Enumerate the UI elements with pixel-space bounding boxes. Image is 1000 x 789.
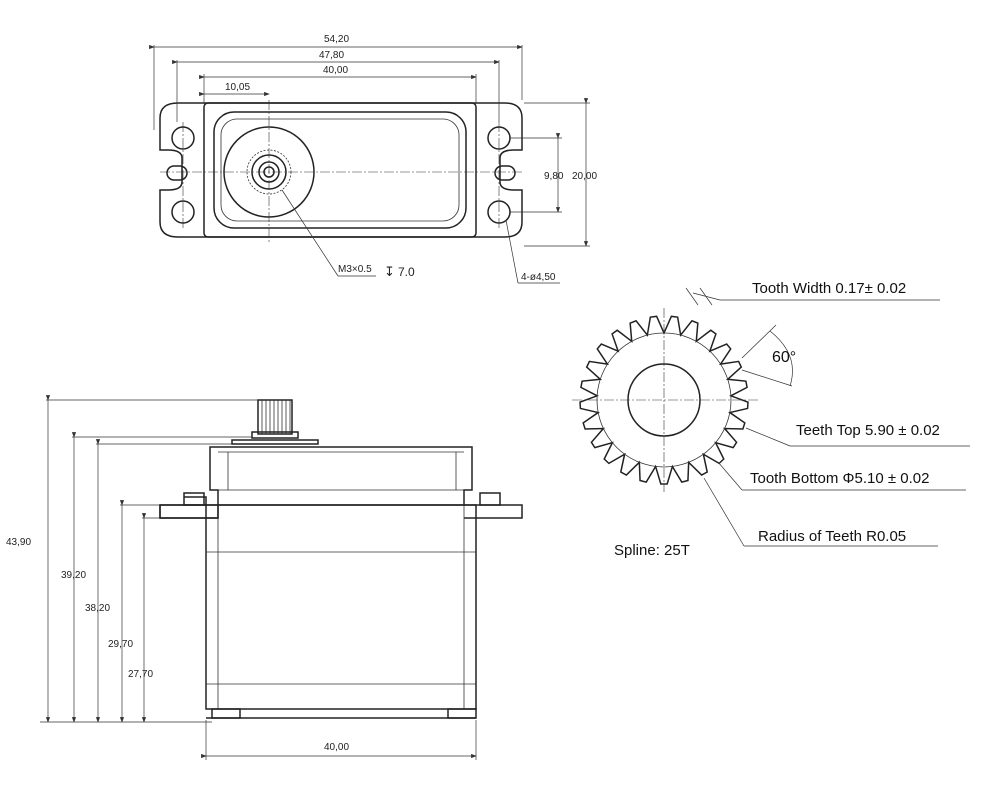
dim-h2: 39,20 xyxy=(61,570,86,581)
screw-depth: 7.0 xyxy=(398,265,415,279)
dim-h3: 38,20 xyxy=(85,603,110,614)
dim-width: 20,00 xyxy=(572,171,597,182)
mount-slot-right xyxy=(494,165,516,181)
mount-slot-left xyxy=(166,165,188,181)
spline-count-label: Spline: 25T xyxy=(614,542,690,559)
dim-bottom-width: 40,00 xyxy=(324,742,349,753)
side-view: 43,90 39,20 38,20 29,70 27,70 40,00 xyxy=(6,395,523,760)
top-view-case xyxy=(213,111,467,229)
dim-h5: 27,70 xyxy=(128,669,153,680)
dim-shaft-offset: 10,05 xyxy=(225,82,250,93)
dim-overall-length: 54,20 xyxy=(324,34,349,45)
side-output-spline xyxy=(257,399,293,435)
side-output-collar xyxy=(251,431,299,439)
side-flange-left xyxy=(159,496,219,519)
tooth-width-label: Tooth Width 0.17± 0.02 xyxy=(752,280,906,297)
top-view-case-inner xyxy=(220,118,460,222)
top-view: 54,20 47,80 40,00 10,05 9,80 20,00 M3×0.… xyxy=(149,34,597,284)
dim-h4: 29,70 xyxy=(108,639,133,650)
side-top-cap xyxy=(231,439,319,445)
top-view-body xyxy=(203,102,477,238)
tooth-bottom-label: Tooth Bottom Φ5.10 ± 0.02 xyxy=(750,470,929,487)
dim-total-height: 43,90 xyxy=(6,537,31,548)
dim-body-length: 40,00 xyxy=(323,65,348,76)
angle-label: 60° xyxy=(772,349,796,366)
screw-callout: M3×0.5 xyxy=(338,264,372,275)
side-foot-right xyxy=(447,708,477,719)
dim-hole-pitch-vertical: 9,80 xyxy=(544,171,564,182)
spline-gear-teeth xyxy=(579,315,749,485)
dim-hole-spacing: 47,80 xyxy=(319,50,344,61)
depth-symbol: ↧ xyxy=(384,264,395,279)
side-flange-right xyxy=(464,504,523,519)
spline-detail: Tooth Width 0.17± 0.02 60° Teeth Top 5.9… xyxy=(572,280,970,559)
radius-of-teeth-label: Radius of Teeth R0.05 xyxy=(758,528,906,545)
side-foot-left xyxy=(211,708,241,719)
hole-callout: 4-ø4,50 xyxy=(521,272,556,283)
side-upper-case xyxy=(209,446,473,506)
top-view-flange-outline xyxy=(159,102,523,238)
teeth-top-label: Teeth Top 5.90 ± 0.02 xyxy=(796,422,940,439)
side-main-body xyxy=(205,504,477,710)
